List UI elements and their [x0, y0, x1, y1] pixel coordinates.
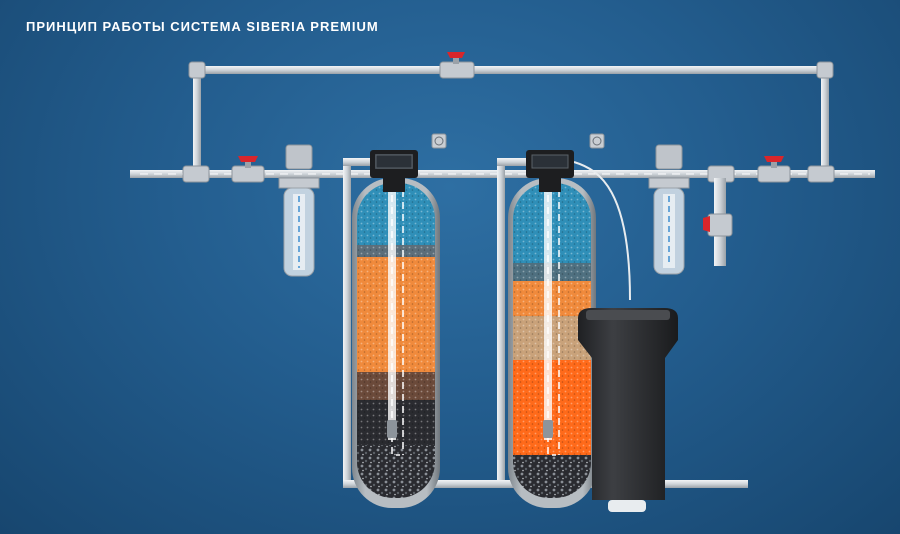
ball-valve-icon — [447, 52, 465, 58]
control-head-1[interactable] — [370, 133, 447, 192]
bypass-valve[interactable] — [439, 52, 475, 79]
page-title: ПРИНЦИП РАБОТЫ СИСТЕМА SIBERIA PREMIUM — [26, 19, 379, 34]
bypass-pipe — [188, 61, 834, 174]
outlet-valve[interactable] — [757, 156, 791, 183]
sample-tap[interactable] — [703, 178, 733, 266]
ball-valve-icon — [703, 216, 710, 232]
ball-valve-icon — [764, 156, 784, 162]
ball-valve-icon — [238, 156, 258, 162]
prefilter-right — [648, 144, 690, 275]
inlet-valve[interactable] — [231, 156, 265, 183]
brine-tank — [578, 308, 678, 512]
prefilter-left — [278, 144, 320, 277]
control-head-2[interactable] — [526, 133, 605, 192]
filter-tank-1 — [352, 178, 440, 508]
